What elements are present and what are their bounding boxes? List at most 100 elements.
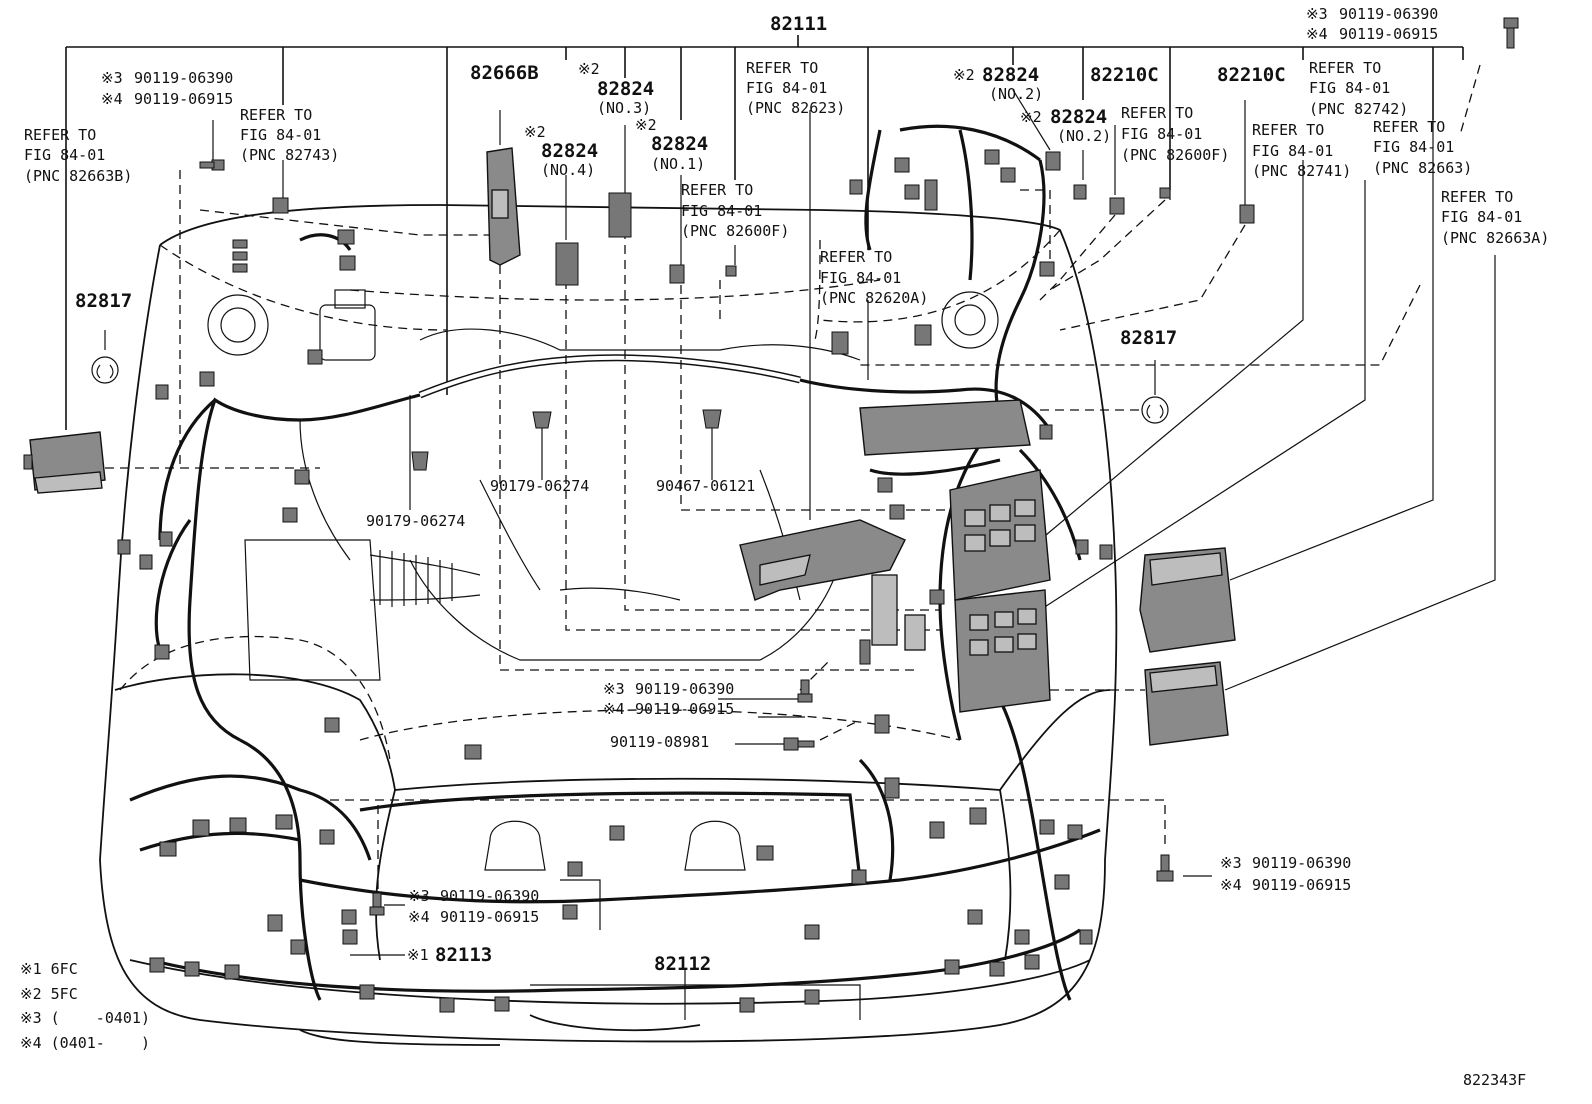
label-pnc-82742: (PNC 82742) bbox=[1309, 100, 1408, 118]
label-pnc-82620a: (PNC 82620A) bbox=[820, 289, 928, 307]
bolt-center-b bbox=[783, 737, 815, 751]
label-82210c-a: 82210C bbox=[1090, 64, 1159, 86]
relay-82666b bbox=[486, 147, 521, 266]
label-pnc-82600f-b: (PNC 82600F) bbox=[1121, 146, 1229, 164]
leader-lines-right bbox=[104, 89, 1496, 1020]
label-no2-a: (NO.2) bbox=[989, 85, 1043, 103]
label-bolt-06915-a: 90119-06915 bbox=[134, 90, 233, 108]
label-refer-82663b: REFER TO bbox=[24, 126, 96, 144]
label-fig-82741: FIG 84-01 bbox=[1252, 142, 1333, 160]
label-pnc-82663: (PNC 82663) bbox=[1373, 159, 1472, 177]
relay-cover-82663a bbox=[1144, 661, 1229, 746]
relay-cover-82663 bbox=[1139, 547, 1236, 653]
small-relay bbox=[904, 614, 926, 651]
label-refer-82742: REFER TO bbox=[1309, 59, 1381, 77]
label-fig-82623: FIG 84-01 bbox=[746, 79, 827, 97]
bolt-right bbox=[1156, 854, 1174, 882]
dashed-reference-lines bbox=[105, 64, 1481, 895]
label-82824-no2-a: 82824 bbox=[982, 64, 1039, 86]
label-mark2-no3: ※2 bbox=[578, 60, 600, 78]
grommet-82817-right bbox=[1141, 396, 1169, 424]
label-mark4-a: ※4 bbox=[101, 90, 123, 108]
label-fig-82663: FIG 84-01 bbox=[1373, 138, 1454, 156]
label-mark2-no2-b: ※2 bbox=[1020, 108, 1042, 126]
label-refer-82663: REFER TO bbox=[1373, 118, 1445, 136]
label-82824-no2-b: 82824 bbox=[1050, 106, 1107, 128]
label-82666b: 82666B bbox=[470, 62, 539, 84]
main-harness-leader-lines bbox=[65, 35, 1464, 430]
grommet-82817-left bbox=[91, 356, 119, 384]
label-82112: 82112 bbox=[654, 953, 711, 975]
label-pnc-82743: (PNC 82743) bbox=[240, 146, 339, 164]
junction-block-lower bbox=[954, 589, 1051, 713]
junction-block-upper bbox=[949, 469, 1051, 601]
label-mark4-c: ※4 bbox=[603, 700, 625, 718]
bolt-lower-left bbox=[369, 892, 385, 916]
label-bolt-06390-b: 90119-06390 bbox=[1339, 5, 1438, 23]
label-mark3-a: ※3 bbox=[101, 69, 123, 87]
relay-bracket bbox=[871, 574, 898, 646]
legend-note-1: ※1 6FC bbox=[20, 960, 78, 978]
label-pnc-82663a: (PNC 82663A) bbox=[1441, 229, 1549, 247]
label-bolt-06915-e: 90119-06915 bbox=[440, 908, 539, 926]
label-refer-82620a: REFER TO bbox=[820, 248, 892, 266]
bolt-left bbox=[199, 159, 225, 171]
label-mark3-d: ※3 bbox=[1220, 854, 1242, 872]
label-fig-82600f-a: FIG 84-01 bbox=[681, 202, 762, 220]
legend-note-2: ※2 5FC bbox=[20, 985, 78, 1003]
label-refer-82623: REFER TO bbox=[746, 59, 818, 77]
figure-code: 822343F bbox=[1463, 1071, 1526, 1089]
label-pnc-82741: (PNC 82741) bbox=[1252, 162, 1351, 180]
label-refer-82743: REFER TO bbox=[240, 106, 312, 124]
label-clip-06274-a: 90179-06274 bbox=[490, 477, 589, 495]
label-fig-82620a: FIG 84-01 bbox=[820, 269, 901, 287]
connectors bbox=[117, 149, 1255, 1013]
label-mark4-e: ※4 bbox=[408, 908, 430, 926]
label-mark2-no4: ※2 bbox=[524, 123, 546, 141]
legend-note-4: ※4 (0401- ) bbox=[20, 1034, 150, 1052]
label-82111: 82111 bbox=[770, 13, 827, 35]
label-mark4-b: ※4 bbox=[1306, 25, 1328, 43]
label-fig-82663a: FIG 84-01 bbox=[1441, 208, 1522, 226]
label-no3: (NO.3) bbox=[597, 99, 651, 117]
large-parts bbox=[23, 147, 1236, 746]
label-no1: (NO.1) bbox=[651, 155, 705, 173]
label-bolt-06915-b: 90119-06915 bbox=[1339, 25, 1438, 43]
clip-90179-06274-a bbox=[532, 411, 552, 429]
label-bolt-06390-e: 90119-06390 bbox=[440, 887, 539, 905]
bolt-top-right bbox=[1503, 17, 1519, 49]
label-pnc-82663b: (PNC 82663B) bbox=[24, 167, 132, 185]
label-no2-b: (NO.2) bbox=[1057, 127, 1111, 145]
label-bolt-08981: 90119-08981 bbox=[610, 733, 709, 751]
label-clip-06274-b: 90179-06274 bbox=[366, 512, 465, 530]
label-refer-82600f-b: REFER TO bbox=[1121, 104, 1193, 122]
label-mark3-c: ※3 bbox=[603, 680, 625, 698]
intake-duct bbox=[369, 550, 481, 607]
clip-90179-06274-b bbox=[411, 451, 429, 471]
bolt-center-a bbox=[797, 679, 813, 703]
label-refer-82600f-a: REFER TO bbox=[681, 181, 753, 199]
label-82210c-b: 82210C bbox=[1217, 64, 1286, 86]
label-clip-06121: 90467-06121 bbox=[656, 477, 755, 495]
clips-and-grommets bbox=[91, 17, 1519, 916]
label-refer-82663a: REFER TO bbox=[1441, 188, 1513, 206]
fuse-box-82620a bbox=[859, 399, 1031, 456]
label-mark2-no1: ※2 bbox=[635, 116, 657, 134]
label-bolt-06915-c: 90119-06915 bbox=[635, 700, 734, 718]
engine-control-module bbox=[739, 519, 906, 601]
label-fig-82663b: FIG 84-01 bbox=[24, 146, 105, 164]
label-mark1: ※1 bbox=[407, 946, 429, 964]
relay-block-82663b bbox=[23, 431, 106, 494]
labels: 82111 ※3 90119-06390 ※4 90119-06915 REFE… bbox=[20, 5, 1549, 1089]
label-82824-no1: 82824 bbox=[651, 133, 708, 155]
label-mark4-d: ※4 bbox=[1220, 876, 1242, 894]
label-refer-82741: REFER TO bbox=[1252, 121, 1324, 139]
label-pnc-82600f-a: (PNC 82600F) bbox=[681, 222, 789, 240]
label-bolt-06915-d: 90119-06915 bbox=[1252, 876, 1351, 894]
legend-note-3: ※3 ( -0401) bbox=[20, 1009, 150, 1027]
label-mark2-no2-a: ※2 bbox=[953, 66, 975, 84]
label-82824-no3: 82824 bbox=[597, 78, 654, 100]
label-fig-82600f-b: FIG 84-01 bbox=[1121, 125, 1202, 143]
